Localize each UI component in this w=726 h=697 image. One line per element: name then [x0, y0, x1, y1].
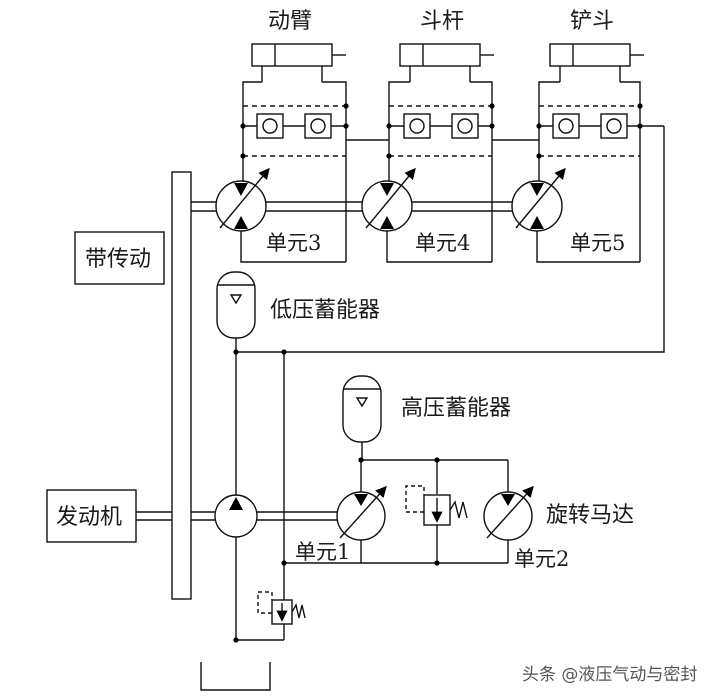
arm-label: 斗杆	[420, 9, 464, 34]
engine-box	[46, 489, 137, 543]
belt-drive-box	[74, 231, 165, 285]
unit3-label: 单元3	[266, 231, 321, 255]
low-pressure-accumulator	[216, 271, 256, 339]
unit1-label: 单元1	[295, 540, 350, 564]
unit3-group	[215, 43, 347, 263]
junction-dots	[233, 103, 643, 643]
unit4-label: 单元4	[415, 231, 470, 255]
high-pressure-accumulator-label: 高压蓄能器	[401, 396, 511, 421]
boom-cylinder	[251, 43, 333, 67]
watermark: 头条 @液压气动与密封	[522, 665, 697, 685]
bucket-cylinder	[549, 43, 631, 67]
swing-motor-label: 旋转马达	[546, 503, 634, 528]
unit2-label: 单元2	[514, 547, 569, 571]
arm-cylinder	[399, 43, 481, 67]
high-pressure-accumulator	[342, 375, 382, 443]
boom-label: 动臂	[268, 9, 312, 34]
bucket-label: 铲斗	[570, 9, 614, 34]
unit5-label: 单元5	[570, 231, 625, 255]
relief-valve-high	[405, 485, 468, 563]
low-pressure-accumulator-label: 低压蓄能器	[270, 298, 380, 323]
tank	[200, 662, 271, 691]
belt-drive-bar	[171, 171, 192, 600]
unit5-group	[511, 43, 664, 263]
unit4-group	[361, 43, 494, 263]
engine-label: 发动机	[56, 505, 122, 530]
relief-valve-low	[257, 591, 306, 625]
belt-drive-label: 带传动	[85, 247, 151, 272]
